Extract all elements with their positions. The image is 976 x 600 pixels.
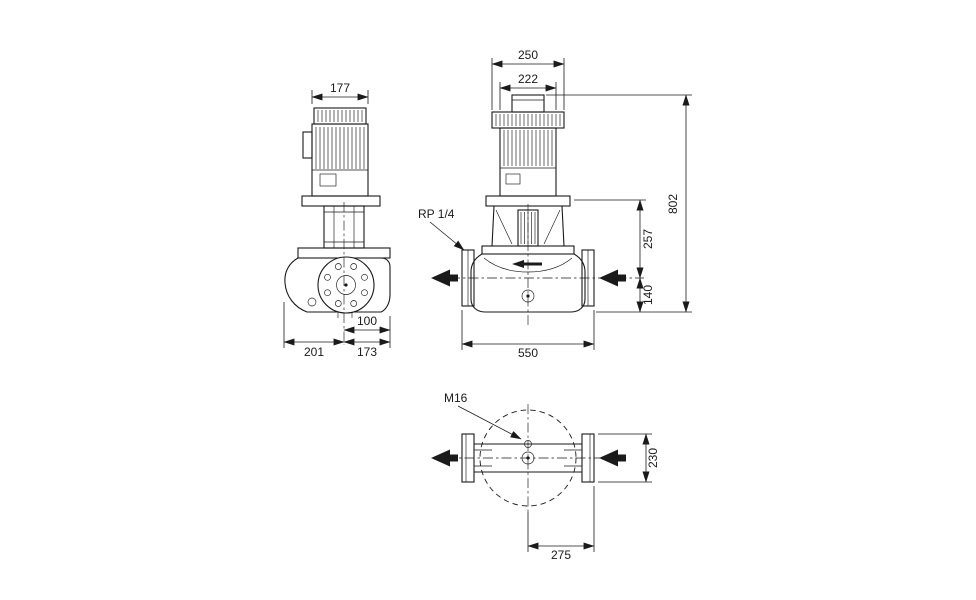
front-drain-center [526,294,530,298]
top-flow-arrow-inlet [599,449,626,467]
front-motor-fins [503,130,553,166]
side-shaft-center [344,283,348,287]
m16-leader [457,405,522,440]
front-fan-grille [495,114,561,126]
dim-222-label: 222 [518,72,538,86]
m16-label: M16 [444,391,468,405]
m16-callout: M16 [444,391,522,440]
front-volute-outline [470,253,586,313]
dim-230-label: 230 [646,448,660,468]
flow-arrow-internal [512,260,542,268]
top-dimensions: 230 275 [527,433,660,562]
side-view: 177 100 201 173 [283,81,391,359]
top-pipe-bore-lines [474,449,582,467]
side-fan-grille [317,110,363,122]
side-pump-casing [284,247,391,318]
top-view: M16 230 275 [431,391,660,562]
front-nameplate [505,173,521,185]
dim-250-label: 250 [518,48,538,62]
ext-lines-222 [499,82,557,110]
gauge-port-callout: RP 1/4 [418,207,465,251]
side-motor-stool [301,195,381,249]
front-dimensions: 250 222 802 257 140 550 [461,48,692,360]
top-flow-arrow-outlet [431,449,458,467]
dim-275-label: 275 [551,548,571,562]
side-nameplate [319,173,337,187]
dim-140-label: 140 [641,285,655,305]
dim-550-label: 550 [518,346,538,360]
side-volute-outline [284,257,391,313]
front-casing-inner-line [483,257,573,273]
front-motor-stool [485,195,571,247]
side-dimensions: 177 100 201 173 [283,81,391,359]
side-stool-detail [324,206,364,248]
front-motor [491,94,565,197]
front-terminal-box [511,94,545,113]
flow-arrow-inlet [599,269,626,287]
side-motor-fins [315,127,365,169]
front-view: RP 1/4 250 222 802 257 140 550 [418,48,692,360]
dim-100-label: 100 [357,314,377,328]
side-shaft-bore [336,275,356,295]
flow-arrow-outlet [431,269,458,287]
dim-177-label: 177 [330,81,350,95]
front-stool-braces [495,209,561,245]
ext-lines-275 [527,486,595,552]
dim-201-label: 201 [304,345,324,359]
side-drain-plug [307,297,317,307]
side-foot-lines [337,312,353,318]
rp-quarter-label: RP 1/4 [418,207,455,221]
side-motor-flange [301,195,381,207]
side-motor [302,107,369,197]
side-terminal-box [302,131,313,159]
rp-quarter-leader [429,221,465,251]
dim-802-label: 802 [666,194,680,214]
dim-257-label: 257 [641,229,655,249]
side-bolt-holes [324,263,368,307]
dim-173-label: 173 [357,345,377,359]
